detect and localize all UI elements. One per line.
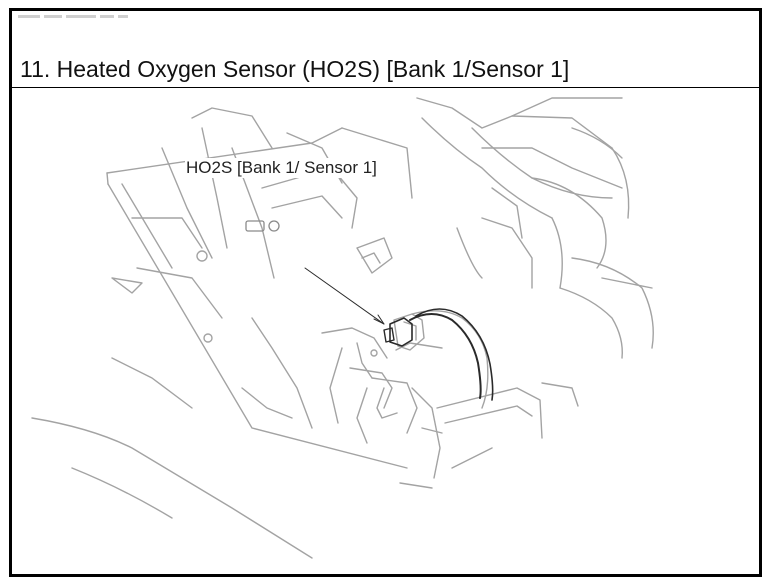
figure-title: 11. Heated Oxygen Sensor (HO2S) [Bank 1/… [20,56,570,82]
sensor-callout-label: HO2S [Bank 1/ Sensor 1] [185,158,378,178]
scan-artifact [18,15,148,19]
figure-header: 11. Heated Oxygen Sensor (HO2S) [Bank 1/… [12,11,759,88]
figure-frame: 11. Heated Oxygen Sensor (HO2S) [Bank 1/… [9,8,762,577]
engine-bay-illustration [31,97,654,559]
